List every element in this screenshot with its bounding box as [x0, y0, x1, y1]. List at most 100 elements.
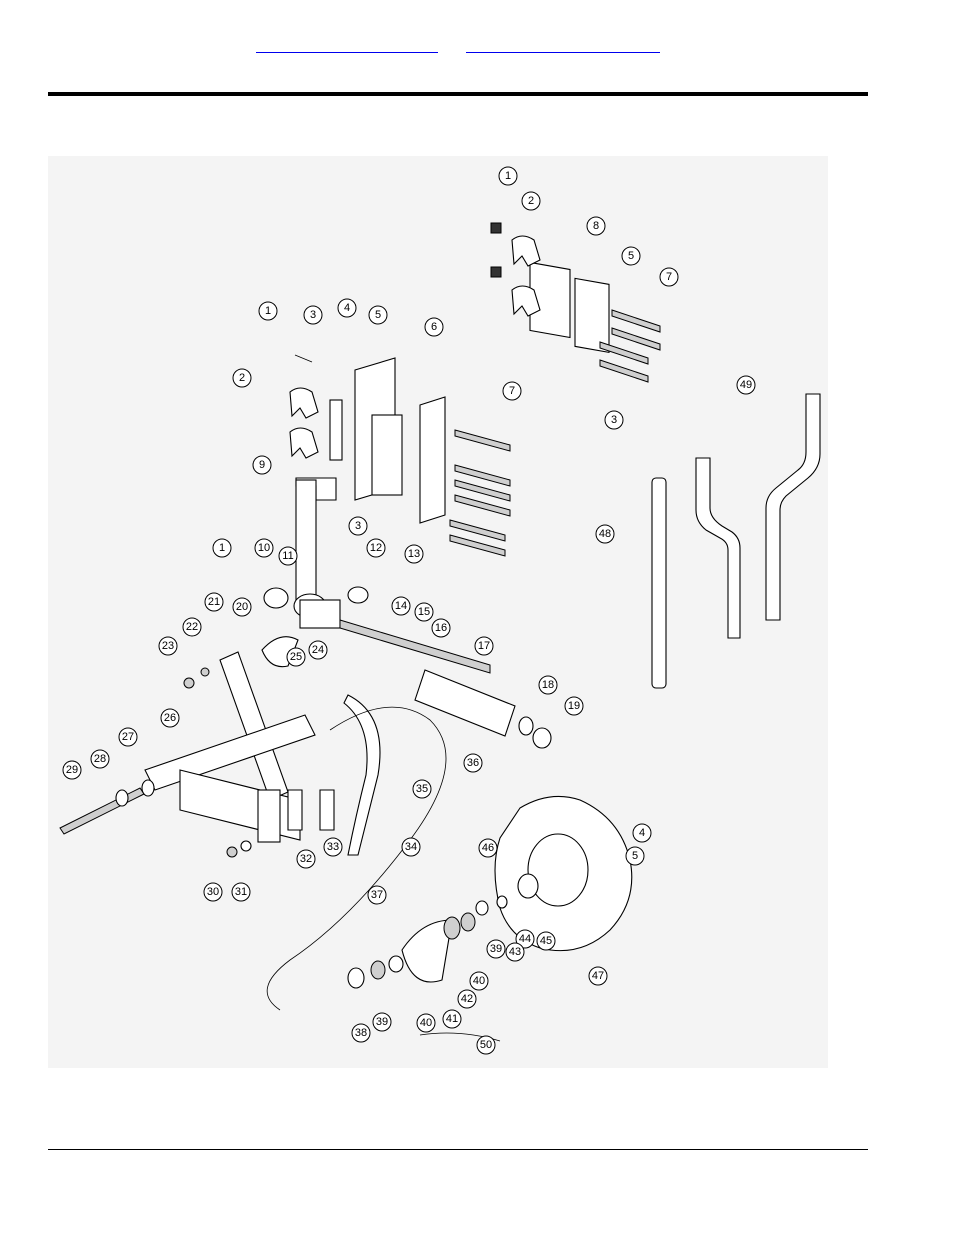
callout-label: 3: [310, 309, 316, 321]
callout-label: 42: [461, 993, 473, 1005]
callout-34: 34: [402, 838, 420, 856]
callout-label: 32: [300, 853, 312, 865]
callout-label: 22: [186, 621, 198, 633]
callout-5: 5: [622, 247, 640, 265]
callout-label: 39: [490, 943, 502, 955]
callout-4: 4: [633, 824, 651, 842]
main-bracket-assembly: [290, 355, 510, 610]
callout-label: 40: [473, 975, 485, 987]
callout-22: 22: [183, 618, 201, 636]
callout-label: 7: [666, 271, 672, 283]
callout-label: 50: [480, 1039, 492, 1051]
callout-label: 11: [282, 550, 293, 562]
callout-17: 17: [475, 637, 493, 655]
callout-25: 25: [287, 648, 305, 666]
callout-label: 34: [405, 841, 417, 853]
callout-label: 1: [265, 305, 271, 317]
callout-label: 2: [528, 195, 534, 207]
callout-label: 27: [122, 731, 134, 743]
callout-label: 28: [94, 753, 106, 765]
header-link-1[interactable]: [256, 40, 438, 53]
callout-label: 5: [375, 309, 381, 321]
callout-label: 4: [639, 827, 645, 839]
callout-46: 46: [479, 839, 497, 857]
callout-label: 12: [370, 542, 382, 554]
callout-5: 5: [626, 847, 644, 865]
callout-48: 48: [596, 525, 614, 543]
callout-1: 1: [499, 167, 517, 185]
callout-label: 3: [355, 520, 361, 532]
callout-32: 32: [297, 850, 315, 868]
callout-label: 20: [236, 601, 248, 613]
callout-label: 38: [355, 1027, 367, 1039]
callout-label: 5: [628, 250, 634, 262]
callout-label: 43: [509, 946, 521, 958]
callout-label: 21: [208, 596, 220, 608]
callout-label: 8: [593, 220, 599, 232]
callout-label: 5: [632, 850, 638, 862]
callout-23: 23: [159, 637, 177, 655]
callout-31: 31: [232, 883, 250, 901]
callout-36: 36: [464, 754, 482, 772]
callout-24: 24: [309, 641, 327, 659]
callout-28: 28: [91, 750, 109, 768]
callout-label: 40: [420, 1017, 432, 1029]
callout-label: 26: [164, 712, 176, 724]
parts-diagram-drawing: 1285713456279349348110111213141516171819…: [48, 156, 828, 1068]
callout-label: 46: [482, 842, 494, 854]
callout-42: 42: [458, 990, 476, 1008]
callout-label: 19: [568, 700, 580, 712]
callout-9: 9: [253, 456, 271, 474]
callout-label: 23: [162, 640, 174, 652]
callout-label: 4: [344, 302, 350, 314]
callout-40: 40: [417, 1014, 435, 1032]
callout-label: 45: [540, 935, 552, 947]
header-link-2[interactable]: [466, 40, 660, 53]
callout-47: 47: [589, 967, 607, 985]
callout-label: 1: [505, 170, 511, 182]
callout-6: 6: [425, 318, 443, 336]
callout-label: 24: [312, 644, 324, 656]
shaft-48: [652, 478, 666, 688]
callout-label: 31: [235, 886, 247, 898]
footer-rule: [48, 1149, 868, 1150]
callout-label: 6: [431, 321, 437, 333]
callout-40: 40: [470, 972, 488, 990]
callout-label: 7: [509, 385, 515, 397]
callout-21: 21: [205, 593, 223, 611]
callout-10: 10: [255, 539, 273, 557]
callout-label: 49: [740, 379, 752, 391]
callout-14: 14: [392, 597, 410, 615]
callout-26: 26: [161, 709, 179, 727]
callout-39: 39: [373, 1013, 391, 1031]
callout-30: 30: [204, 883, 222, 901]
callout-18: 18: [539, 676, 557, 694]
callout-49: 49: [737, 376, 755, 394]
callouts: 1285713456279349348110111213141516171819…: [63, 167, 755, 1054]
callout-label: 44: [519, 933, 531, 945]
callout-50: 50: [477, 1036, 495, 1054]
callout-38: 38: [352, 1024, 370, 1042]
callout-27: 27: [119, 728, 137, 746]
callout-43: 43: [506, 943, 524, 961]
callout-label: 29: [66, 764, 78, 776]
callout-label: 15: [418, 606, 430, 618]
callout-4: 4: [338, 299, 356, 317]
callout-12: 12: [367, 539, 385, 557]
callout-label: 41: [446, 1013, 458, 1025]
callout-label: 14: [395, 600, 407, 612]
callout-7: 7: [660, 268, 678, 286]
callout-1: 1: [259, 302, 277, 320]
callout-19: 19: [565, 697, 583, 715]
callout-label: 18: [542, 679, 554, 691]
callout-label: 17: [478, 640, 490, 652]
callout-label: 3: [611, 414, 617, 426]
callout-label: 33: [327, 841, 339, 853]
callout-11: 11: [279, 547, 297, 565]
callout-3: 3: [304, 306, 322, 324]
callout-label: 16: [435, 622, 447, 634]
callout-3: 3: [349, 517, 367, 535]
callout-label: 2: [239, 372, 245, 384]
main-bolts: [450, 430, 510, 556]
